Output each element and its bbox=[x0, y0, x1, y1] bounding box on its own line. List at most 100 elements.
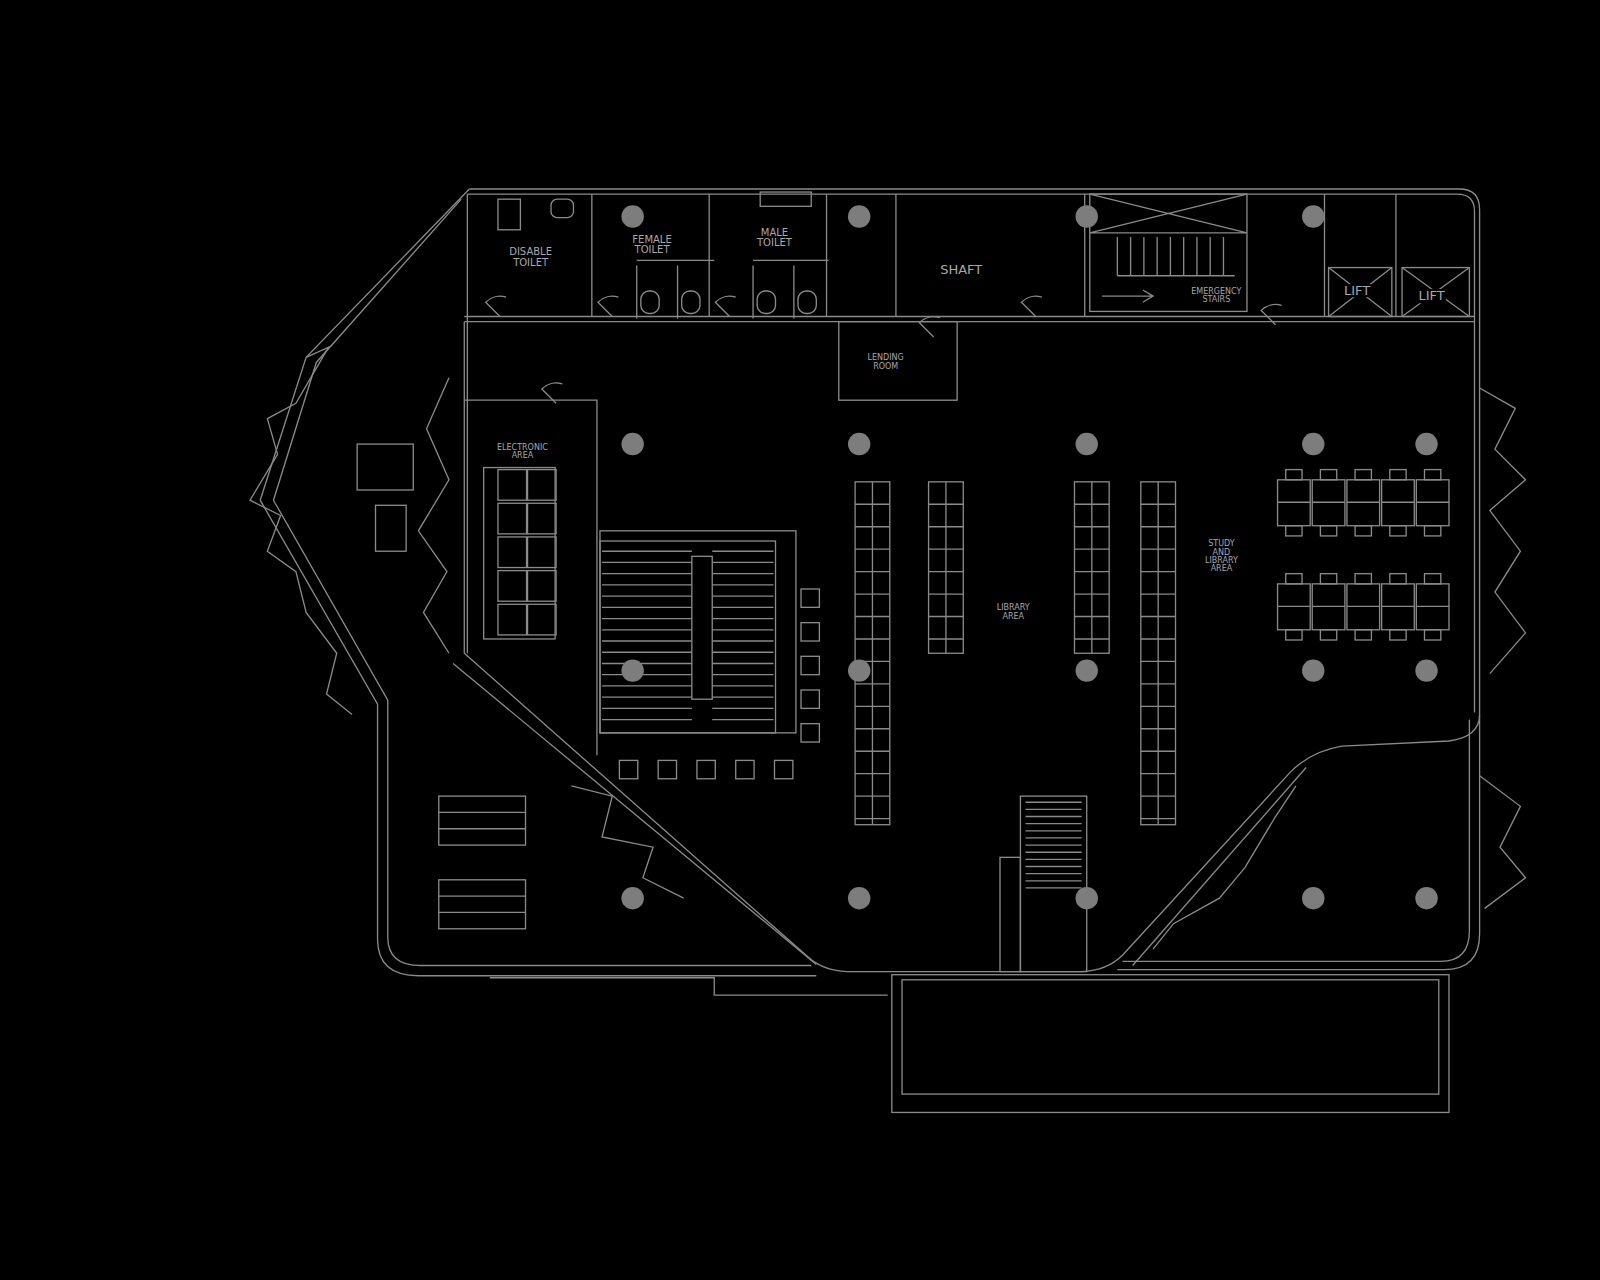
room: EMERGENCY STAIRS bbox=[1085, 194, 1325, 316]
chair bbox=[1355, 630, 1371, 640]
escalator-step bbox=[1026, 823, 1082, 824]
stair-tread bbox=[1196, 237, 1197, 276]
bookshelf-divider bbox=[855, 526, 890, 527]
bookshelf-divider bbox=[1141, 661, 1176, 662]
bookshelf-divider bbox=[929, 616, 964, 617]
chair bbox=[1320, 526, 1336, 536]
computer-desk bbox=[528, 537, 557, 568]
column bbox=[1415, 433, 1437, 455]
facade-fin bbox=[1480, 388, 1526, 674]
partition-wall bbox=[709, 194, 710, 316]
service-box bbox=[357, 444, 413, 490]
stair-tread bbox=[1117, 237, 1118, 276]
electronic-wall bbox=[464, 400, 597, 755]
chair bbox=[1286, 630, 1302, 640]
bench-slat bbox=[439, 812, 526, 828]
chair bbox=[1286, 526, 1302, 536]
bookshelf-divider bbox=[1074, 638, 1109, 639]
study-desk bbox=[1347, 584, 1380, 630]
floor-edge-inner bbox=[467, 194, 1474, 712]
stair-tread bbox=[1130, 237, 1131, 276]
bookshelf-divider bbox=[1074, 526, 1109, 527]
partition-wall bbox=[591, 194, 592, 316]
stair-void bbox=[1090, 194, 1247, 233]
wall bbox=[467, 194, 468, 653]
study-desk bbox=[1416, 584, 1449, 630]
chair bbox=[1390, 526, 1406, 536]
glazing-line bbox=[453, 663, 816, 964]
bench bbox=[439, 796, 526, 845]
stair-tread bbox=[602, 595, 773, 596]
seat bbox=[619, 760, 637, 778]
bookshelf-divider bbox=[1141, 504, 1176, 505]
wc-pan bbox=[682, 291, 700, 313]
bookshelf-divider bbox=[1074, 616, 1109, 617]
balcony-edge bbox=[1117, 714, 1479, 969]
bookshelf-divider bbox=[855, 751, 890, 752]
computer-desk bbox=[528, 604, 557, 635]
desk-split bbox=[1382, 502, 1415, 503]
room: LIFT bbox=[1402, 267, 1469, 316]
room-label: SHAFT bbox=[939, 264, 983, 278]
room-label: LENDING ROOM bbox=[867, 354, 905, 371]
bookshelf-divider bbox=[855, 818, 890, 819]
door-swing bbox=[1021, 296, 1041, 316]
bookshelf-divider bbox=[1074, 593, 1109, 594]
escalator-step bbox=[1026, 852, 1082, 853]
computer-desk bbox=[528, 571, 557, 602]
bookshelf-divider bbox=[929, 571, 964, 572]
chair bbox=[1390, 630, 1406, 640]
wc-pan bbox=[551, 199, 573, 217]
cubicle-wall bbox=[636, 266, 637, 319]
column bbox=[621, 433, 643, 455]
room: FEMALE TOILET bbox=[592, 194, 709, 316]
door-swing bbox=[715, 296, 735, 316]
stair-tread bbox=[602, 652, 773, 653]
chair bbox=[1424, 630, 1440, 640]
bookshelf-divider bbox=[929, 593, 964, 594]
facade-fin bbox=[1153, 786, 1296, 949]
escalator-step bbox=[1026, 816, 1082, 817]
area-label: LIBRARY AREA bbox=[996, 604, 1031, 621]
seat bbox=[801, 724, 819, 742]
column bbox=[621, 205, 643, 227]
door-swing bbox=[598, 296, 618, 316]
corridor-wall bbox=[464, 317, 1474, 322]
chair bbox=[1390, 470, 1406, 480]
stair-tread bbox=[602, 573, 773, 574]
partition-wall bbox=[826, 194, 827, 316]
escalator-step bbox=[1026, 873, 1082, 874]
bookshelf-divider bbox=[855, 504, 890, 505]
room-label: LIFT bbox=[1417, 289, 1445, 303]
room: DISABLE TOILET bbox=[467, 194, 591, 316]
bookshelf-divider bbox=[1141, 795, 1176, 796]
urinal bbox=[760, 192, 811, 206]
escalator-step bbox=[1026, 887, 1082, 888]
study-desk bbox=[1278, 480, 1311, 526]
terrace bbox=[892, 975, 1449, 1113]
room: ELECTRONIC AREA bbox=[467, 400, 597, 653]
bookshelf-divider bbox=[855, 571, 890, 572]
column bbox=[1076, 433, 1098, 455]
escalator-step bbox=[1026, 866, 1082, 867]
bookshelf-divider bbox=[1091, 482, 1092, 653]
chair bbox=[1320, 470, 1336, 480]
column bbox=[1302, 205, 1324, 227]
computer-desk bbox=[498, 604, 527, 635]
seat bbox=[801, 656, 819, 674]
bookshelf bbox=[855, 482, 890, 825]
partition-wall bbox=[895, 194, 896, 316]
bookshelf-divider bbox=[855, 728, 890, 729]
desk-split bbox=[1278, 502, 1311, 503]
bookshelf bbox=[1074, 482, 1109, 653]
wc-pan bbox=[798, 291, 816, 313]
chair bbox=[1320, 574, 1336, 584]
bookshelf-divider bbox=[929, 526, 964, 527]
escalator-step bbox=[1026, 809, 1082, 810]
escalator-step bbox=[1026, 802, 1082, 803]
door-swing bbox=[542, 383, 562, 403]
study-desk bbox=[1312, 480, 1345, 526]
column bbox=[1302, 433, 1324, 455]
